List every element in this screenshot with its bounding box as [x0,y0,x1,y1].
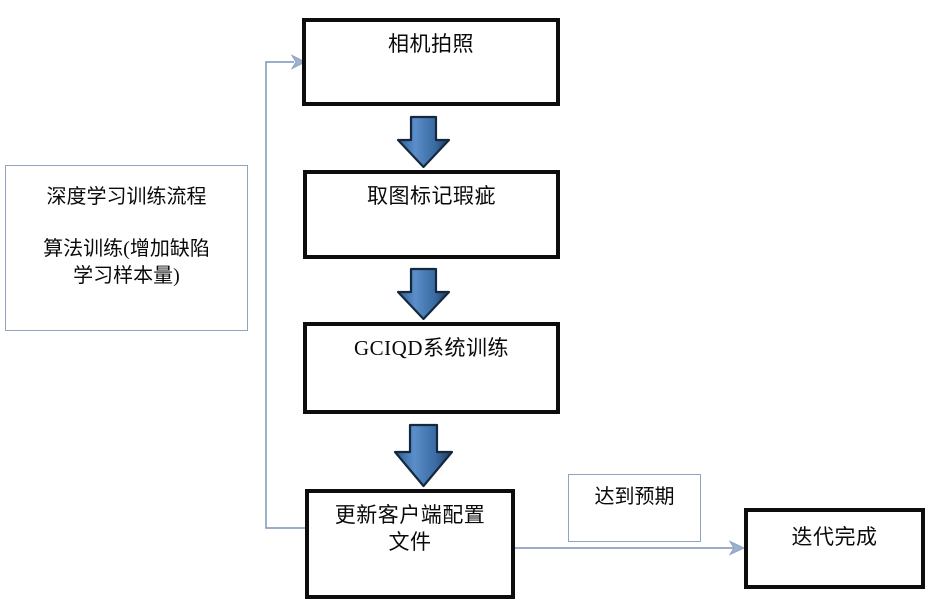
node-iteration-complete[interactable]: 迭代完成 [744,508,925,589]
block-arrow-training-to-config [393,423,454,488]
node-system-training-label: GCIQD系统训练 [354,336,509,360]
block-arrow-mark-to-training [396,267,451,321]
node-system-training[interactable]: GCIQD系统训练 [303,322,560,414]
info-panel: 深度学习训练流程 算法训练(增加缺陷 学习样本量) [5,165,248,331]
node-update-client-config[interactable]: 更新客户端配置 文件 [305,489,515,599]
node-camera-capture-label: 相机拍照 [388,32,474,56]
feedback-loop-connector [265,54,307,529]
node-mark-defects[interactable]: 取图标记瑕疵 [303,170,560,259]
node-iteration-complete-label: 迭代完成 [791,525,878,549]
info-panel-line-2: 算法训练(增加缺陷 学习样本量) [43,238,210,287]
label-meets-expectation-text: 达到预期 [594,486,675,508]
node-update-client-config-label: 更新客户端配置 文件 [334,503,486,555]
block-arrow-capture-to-mark [396,115,451,169]
info-panel-line-1: 深度学习训练流程 [46,186,207,208]
node-mark-defects-label: 取图标记瑕疵 [367,184,496,208]
label-meets-expectation: 达到预期 [568,474,701,542]
node-camera-capture[interactable]: 相机拍照 [302,18,560,106]
connector-config-to-complete [515,540,746,556]
